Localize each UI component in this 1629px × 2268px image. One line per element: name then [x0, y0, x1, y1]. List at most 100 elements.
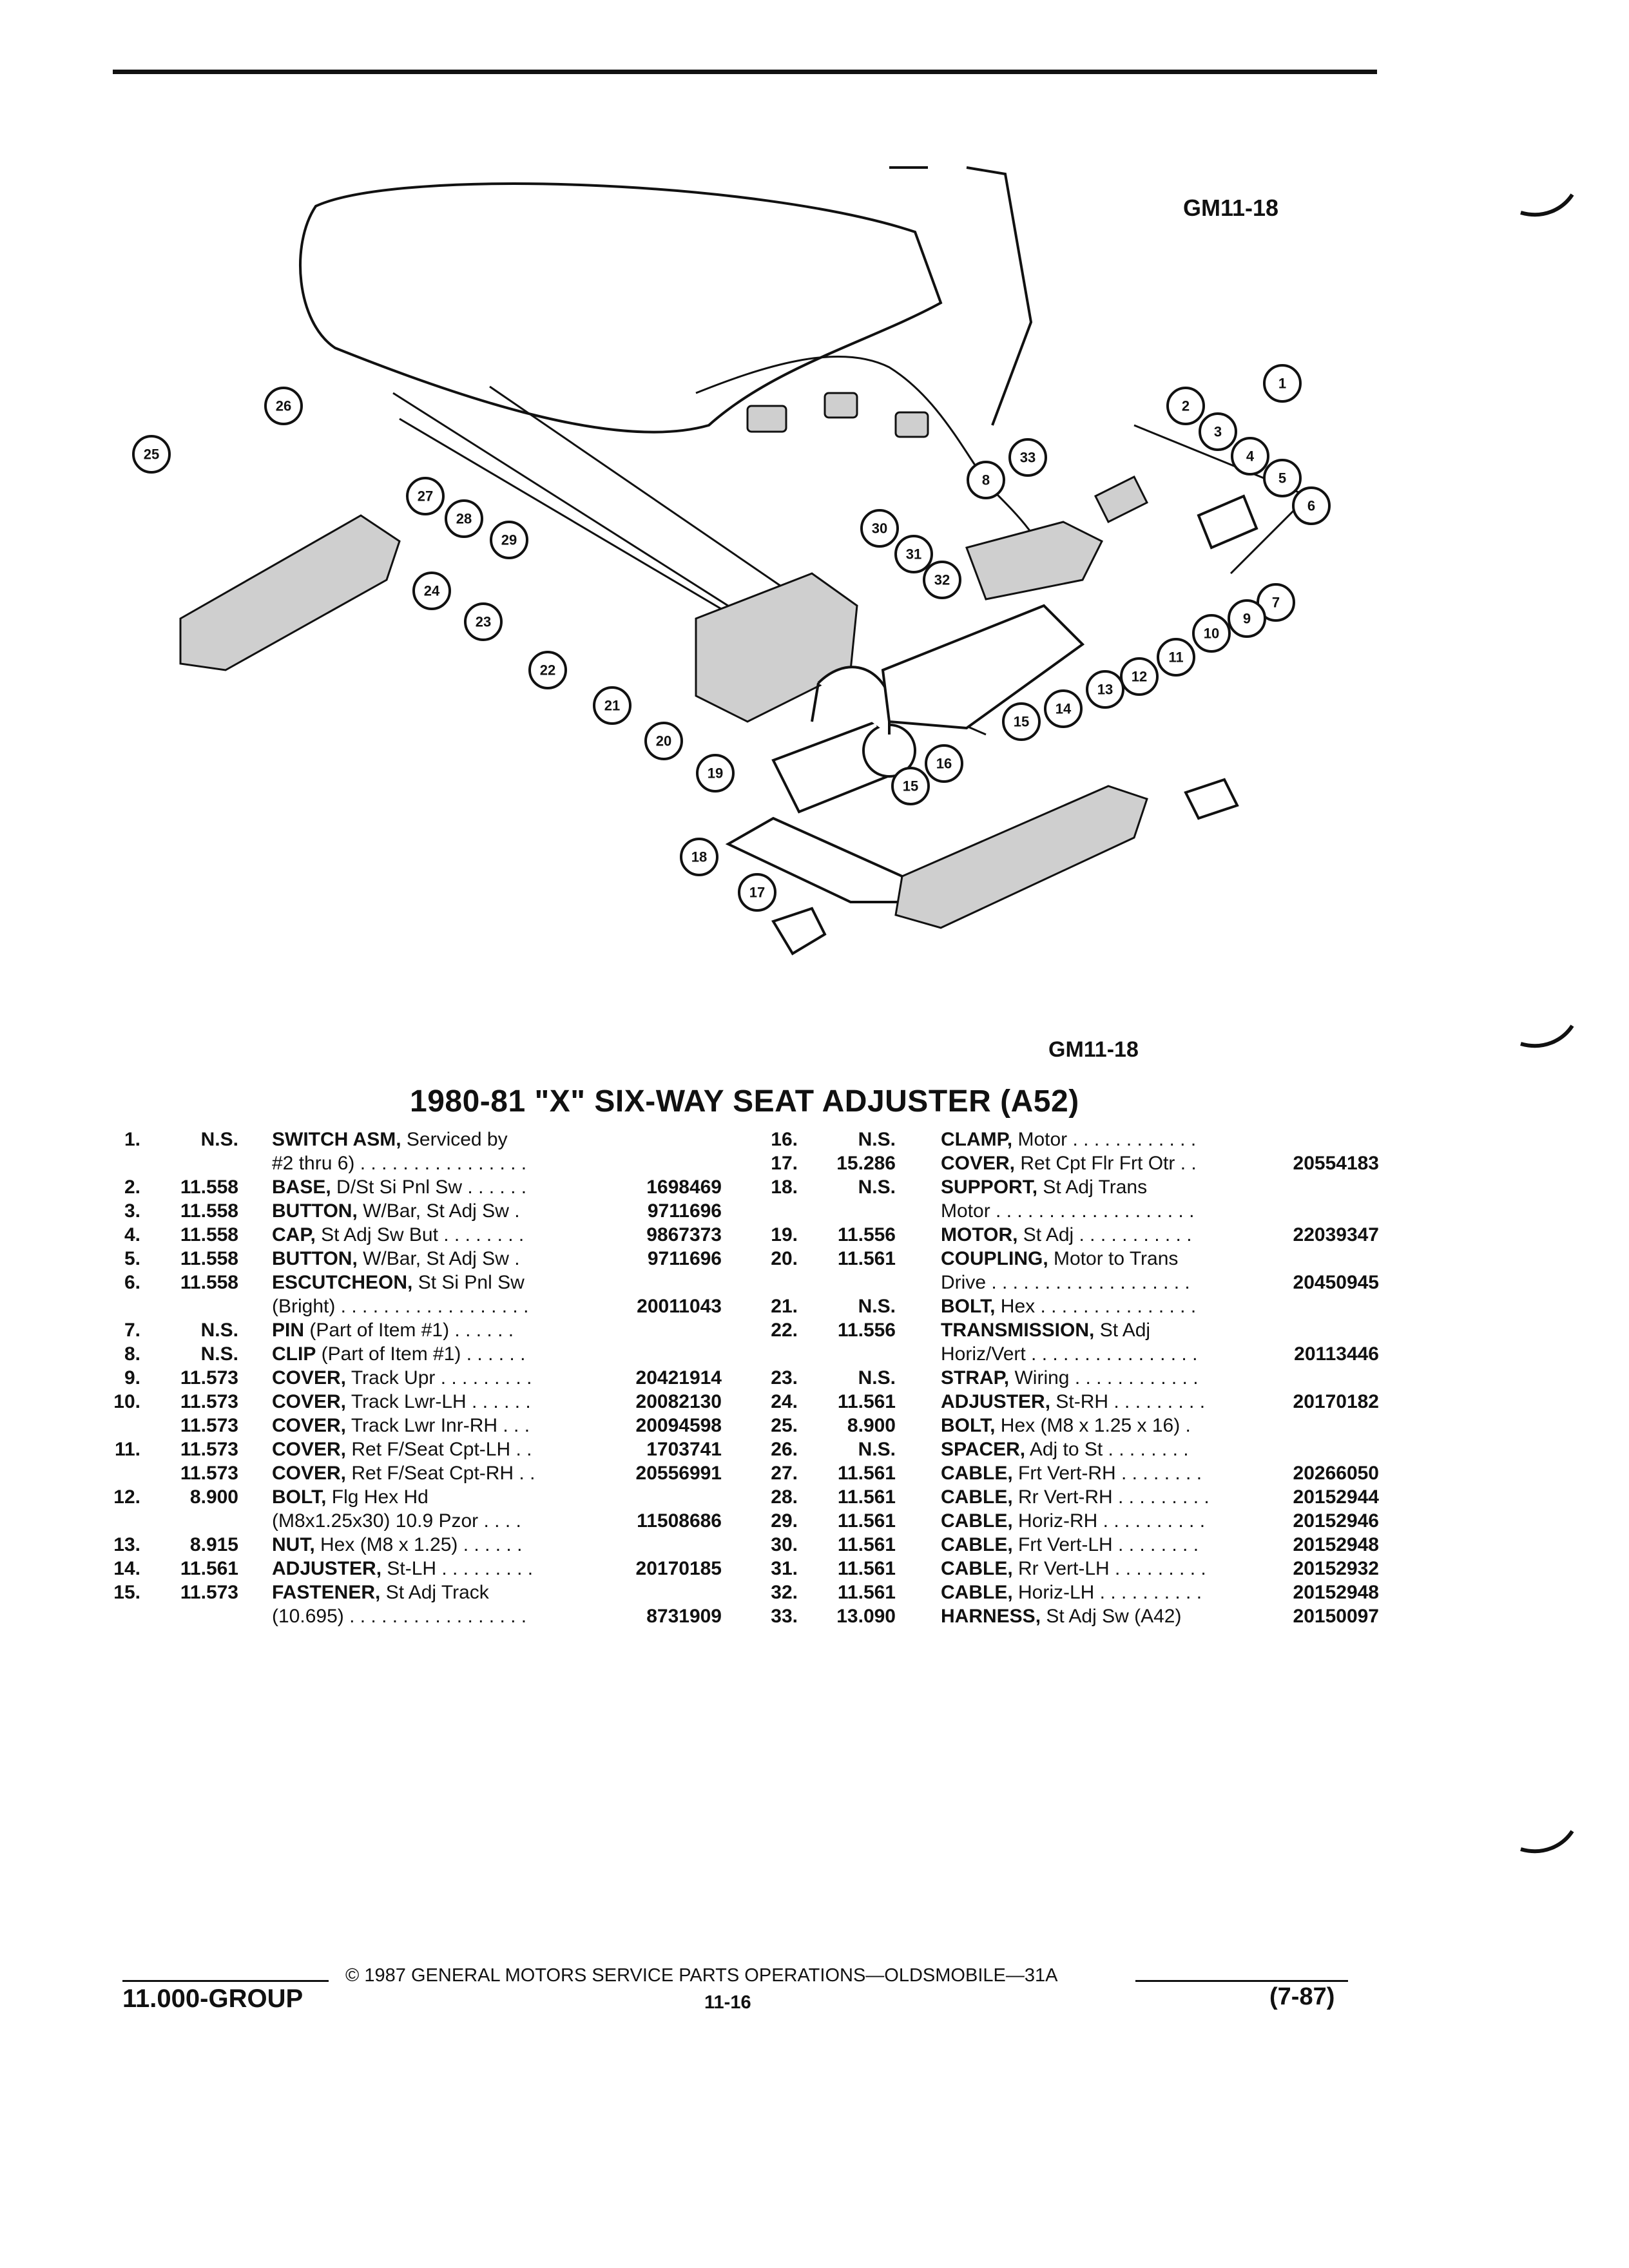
part-name: SUPPORT, — [941, 1177, 1038, 1198]
group-number: 11.573 — [180, 1582, 238, 1603]
callout-22: 22 — [528, 651, 567, 689]
part-detail: St Adj — [1094, 1320, 1151, 1341]
part-number: 20266050 — [1293, 1463, 1379, 1484]
part-name: SPACER, — [941, 1439, 1026, 1460]
part-number: 20113446 — [1294, 1343, 1379, 1365]
callout-15b: 15 — [891, 767, 930, 805]
callout-18: 18 — [680, 838, 718, 876]
svg-text:23: 23 — [476, 614, 491, 630]
item-number: 24. — [771, 1391, 798, 1412]
parts-row: Motor . . . . . . . . . . . . . . . . . … — [760, 1199, 1405, 1223]
part-description: CABLE, Horiz-RH . . . . . . . . . . — [941, 1509, 1289, 1533]
part-detail: (10.695) . . . . . . . . . . . . . . . .… — [272, 1606, 527, 1627]
svg-text:25: 25 — [144, 447, 159, 463]
callout-16: 16 — [925, 744, 963, 783]
callout-15a: 15 — [1002, 702, 1041, 741]
part-name: COVER, — [272, 1439, 347, 1460]
part-number: 20170185 — [635, 1558, 722, 1579]
svg-text:18: 18 — [691, 849, 707, 865]
part-description: (10.695) . . . . . . . . . . . . . . . .… — [272, 1604, 633, 1628]
parts-list-right: 16.N.S.CLAMP, Motor . . . . . . . . . . … — [760, 1128, 1405, 1628]
revision-date: (7-87) — [1269, 1983, 1335, 2010]
svg-text:11: 11 — [1168, 649, 1183, 666]
diagram-svg: 1 2 3 4 5 6 7 8 9 10 11 12 13 14 15 15 1… — [132, 166, 1331, 956]
parts-row: (10.695) . . . . . . . . . . . . . . . .… — [103, 1604, 722, 1628]
part-name: PIN — [272, 1320, 305, 1341]
escutcheon — [1197, 494, 1258, 550]
group-number: 11.561 — [837, 1534, 896, 1555]
track-lower-cover — [881, 604, 1085, 730]
item-number: 12. — [113, 1486, 140, 1508]
part-detail: D/St Si Pnl Sw . . . . . . — [331, 1177, 527, 1198]
switch-base — [1094, 475, 1149, 524]
seat-back — [889, 166, 1033, 426]
svg-text:1: 1 — [1278, 376, 1286, 392]
callout-21: 21 — [593, 686, 631, 725]
item-number: 4. — [124, 1224, 140, 1245]
part-number: 22039347 — [1293, 1224, 1379, 1245]
part-detail: St-RH . . . . . . . . . — [1050, 1391, 1206, 1412]
parts-row: Drive . . . . . . . . . . . . . . . . . … — [760, 1271, 1405, 1294]
part-number: 20421914 — [635, 1367, 722, 1389]
group-number: 11.573 — [180, 1463, 238, 1484]
part-detail: Flg Hex Hd — [326, 1486, 429, 1508]
svg-text:30: 30 — [872, 521, 887, 537]
part-number: 20152948 — [1293, 1534, 1379, 1555]
svg-text:28: 28 — [456, 511, 472, 527]
part-number: 20094598 — [635, 1415, 722, 1436]
callout-4: 4 — [1231, 437, 1269, 476]
part-description: CABLE, Horiz-LH . . . . . . . . . . — [941, 1581, 1289, 1604]
part-number: 20152944 — [1293, 1486, 1379, 1508]
group-number: N.S. — [858, 1439, 896, 1460]
group-number: 11.573 — [180, 1439, 238, 1460]
callout-27: 27 — [406, 477, 445, 515]
part-name: STRAP, — [941, 1367, 1010, 1389]
group-number: N.S. — [858, 1367, 896, 1389]
part-name: CABLE, — [941, 1534, 1013, 1555]
binder-mark — [1520, 1024, 1574, 1048]
callout-24: 24 — [412, 572, 451, 610]
item-number: 27. — [771, 1463, 798, 1484]
part-detail: Hex . . . . . . . . . . . . . . . — [995, 1296, 1197, 1317]
part-description: CABLE, Rr Vert-LH . . . . . . . . . — [941, 1557, 1289, 1581]
part-name: COVER, — [272, 1391, 347, 1412]
seat-retainer-cover — [1184, 778, 1239, 820]
part-name: COVER, — [272, 1463, 347, 1484]
harness-connector-b — [824, 392, 858, 419]
item-number: 29. — [771, 1510, 798, 1532]
callout-23: 23 — [464, 602, 503, 641]
item-number: 19. — [771, 1224, 798, 1245]
svg-text:3: 3 — [1214, 424, 1222, 440]
part-detail: Motor to Trans — [1048, 1248, 1179, 1269]
item-number: 14. — [113, 1558, 140, 1579]
part-description: ADJUSTER, St-RH . . . . . . . . . — [941, 1390, 1289, 1414]
part-detail: Hex (M8 x 1.25 x 16) . — [995, 1415, 1191, 1436]
part-detail: Motor . . . . . . . . . . . . — [1012, 1129, 1197, 1150]
top-rule — [113, 70, 1377, 74]
svg-text:5: 5 — [1278, 470, 1286, 486]
parts-row: (Bright) . . . . . . . . . . . . . . . .… — [103, 1294, 722, 1318]
callout-9: 9 — [1228, 599, 1266, 638]
group-number: N.S. — [200, 1343, 238, 1365]
group-number: 11.556 — [837, 1320, 896, 1341]
callout-1: 1 — [1263, 364, 1302, 403]
group-label: 11.000-GROUP — [122, 1984, 304, 2013]
part-name: BOLT, — [941, 1296, 996, 1317]
callout-2: 2 — [1166, 387, 1205, 425]
part-description: COVER, Ret F/Seat Cpt-RH . . — [272, 1461, 633, 1485]
item-number: 23. — [771, 1367, 798, 1389]
part-name: TRANSMISSION, — [941, 1320, 1095, 1341]
page-title: 1980-81 "X" SIX-WAY SEAT ADJUSTER (A52) — [410, 1084, 1079, 1119]
item-number: 7. — [124, 1320, 140, 1341]
part-description: (Bright) . . . . . . . . . . . . . . . .… — [272, 1294, 633, 1318]
part-description: BUTTON, W/Bar, St Adj Sw . — [272, 1199, 633, 1223]
part-description: MOTOR, St Adj . . . . . . . . . . . — [941, 1223, 1289, 1247]
callout-29: 29 — [490, 521, 528, 559]
